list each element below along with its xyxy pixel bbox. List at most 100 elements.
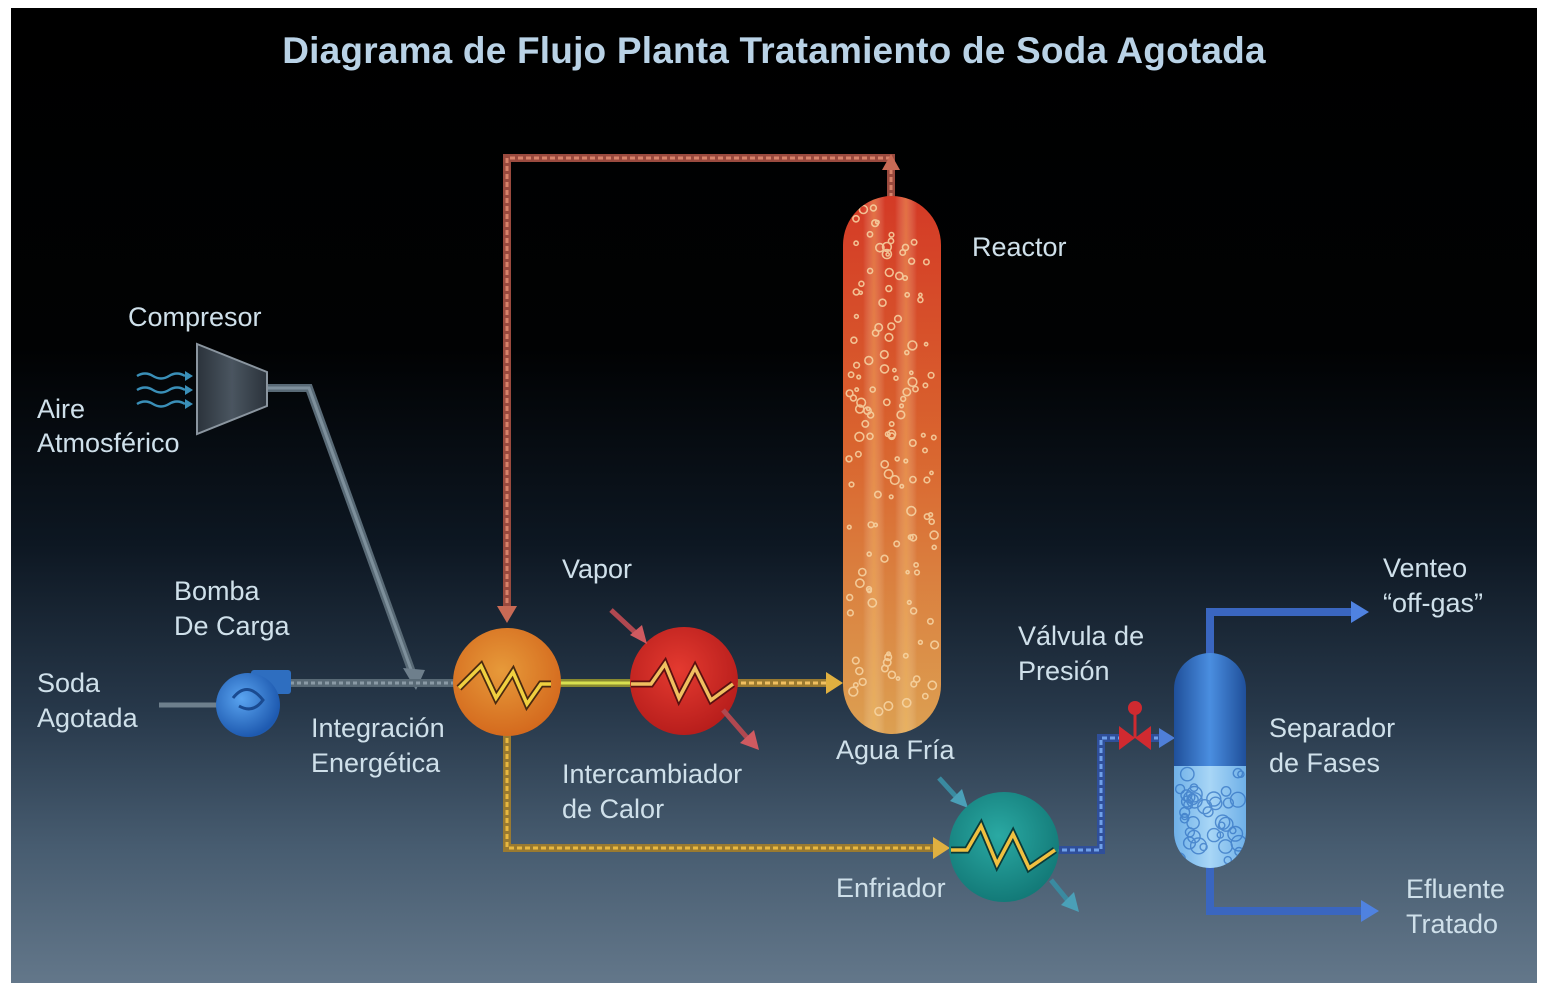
- reactor-bubble: [864, 355, 874, 366]
- phase-separator-icon: [1174, 653, 1246, 868]
- steam-out-arrow: [721, 708, 759, 750]
- reactor-bubble: [929, 530, 939, 540]
- reactor-bubble: [917, 639, 924, 645]
- separator-bubble: [1202, 806, 1214, 818]
- reactor-bubble: [858, 204, 869, 215]
- reactor-bubble: [846, 524, 852, 530]
- reactor-bubble: [901, 697, 912, 708]
- reactor-icon: [843, 196, 941, 734]
- separator-bubble: [1183, 799, 1194, 810]
- process-line-to-cooler: [503, 730, 950, 859]
- reactor-bubble: [884, 653, 893, 662]
- separator-bubble: [1179, 766, 1195, 782]
- reactor-bubble: [894, 456, 901, 462]
- reactor-bubble: [845, 455, 853, 463]
- reactor-bubble: [866, 551, 873, 557]
- reactor-bubble: [899, 483, 905, 489]
- energy-integration-exchanger-icon: [453, 628, 561, 736]
- reactor-bubble: [895, 676, 901, 681]
- reactor-bubble: [921, 447, 928, 454]
- reactor-bubble: [883, 700, 894, 711]
- separator-bubble: [1214, 814, 1231, 831]
- feed-pump-icon: [159, 670, 291, 737]
- reactor-bubble: [892, 367, 897, 373]
- reactor-bubble: [896, 410, 906, 420]
- separator-bubble: [1232, 767, 1244, 779]
- reactor-bubble: [899, 249, 907, 257]
- reactor-bubble: [909, 475, 917, 484]
- reactor-bubble: [899, 395, 907, 403]
- reactor-recycle-line: [497, 154, 900, 623]
- separator-bubble: [1229, 791, 1246, 808]
- reactor-bubble: [894, 271, 904, 281]
- to-cooler-arrowhead: [933, 837, 950, 859]
- reactor-bubble: [887, 322, 896, 331]
- label-pump-line2: De Carga: [174, 611, 290, 641]
- reactor-bubble: [875, 242, 885, 253]
- reactor-bubble: [866, 411, 875, 419]
- reactor-bubble: [910, 238, 918, 246]
- label-separator-line1: Separador: [1269, 713, 1396, 743]
- reactor-bubble: [849, 394, 858, 402]
- reactor-bubble: [888, 231, 895, 238]
- reactor-bubble: [848, 481, 855, 488]
- process-flow-drawing: [136, 154, 1379, 922]
- compressor-icon: [196, 342, 268, 436]
- reactor-bubble: [907, 534, 914, 541]
- label-pump-line1: Bomba: [174, 576, 260, 606]
- reactor-bubble: [889, 474, 900, 486]
- reactor-bubble: [852, 361, 861, 369]
- separator-bubble: [1220, 786, 1232, 797]
- pressure-valve-icon: [1119, 701, 1151, 750]
- label-effluent-line1: Efluente: [1406, 874, 1506, 904]
- reactor-bubble: [880, 554, 889, 563]
- reactor-bubble: [907, 376, 918, 388]
- reactor-bubble: [873, 490, 882, 499]
- label-air-line2: Atmosférico: [37, 428, 180, 458]
- reactor-bubble: [879, 349, 889, 360]
- reactor-bubble: [909, 533, 918, 542]
- reactor-bubble: [845, 389, 854, 398]
- reactor-bubble: [893, 314, 903, 324]
- reactor-bubble: [856, 397, 867, 408]
- reactor-bubble: [913, 562, 919, 568]
- reactor-bubble: [866, 230, 874, 238]
- label-cooler: Enfriador: [836, 873, 946, 903]
- reactor-bubble: [874, 706, 884, 717]
- diagram-title: Diagrama de Flujo Planta Tratamiento de …: [282, 30, 1266, 71]
- reactor-bubble: [871, 329, 880, 337]
- recycle-up-arrowhead: [882, 154, 900, 170]
- reactor-bubble: [931, 544, 938, 551]
- reactor-bubble: [866, 267, 874, 275]
- effluent-arrowhead: [1361, 900, 1379, 922]
- reactor-bubble: [867, 521, 875, 529]
- reactor-bubble: [847, 371, 855, 379]
- reactor-bubble: [888, 494, 894, 500]
- separator-bubble: [1208, 796, 1223, 811]
- reactor-bubble: [928, 518, 936, 526]
- reactor-bubble: [912, 385, 919, 393]
- cold-water-out-arrow: [1049, 878, 1079, 912]
- reactor-bubble: [886, 429, 897, 439]
- reactor-bubble: [884, 267, 894, 278]
- label-exchanger-line2: de Calor: [562, 794, 665, 824]
- separator-bubble: [1206, 791, 1222, 807]
- reactor-bubble: [885, 284, 893, 293]
- reactor-bubble: [855, 578, 865, 589]
- reactor-bubble: [880, 459, 890, 469]
- reactor-bubble: [881, 241, 893, 253]
- steam-in-arrow: [609, 608, 647, 644]
- label-spent-caustic-line2: Agotada: [37, 703, 138, 733]
- reactor-bubble: [848, 686, 859, 697]
- reactor-bubble: [865, 585, 873, 593]
- reactor-bubble: [902, 387, 912, 397]
- label-reactor: Reactor: [972, 232, 1067, 262]
- reactor-bubble: [881, 248, 893, 260]
- reactor-bubble: [907, 340, 918, 351]
- cold-water-in-arrow: [937, 776, 968, 808]
- reactor-bubble: [910, 680, 918, 688]
- separator-bubble: [1199, 842, 1208, 852]
- reactor-bubble: [918, 292, 923, 298]
- label-separator-line2: de Fases: [1269, 748, 1381, 778]
- label-air-line1: Aire: [37, 394, 86, 424]
